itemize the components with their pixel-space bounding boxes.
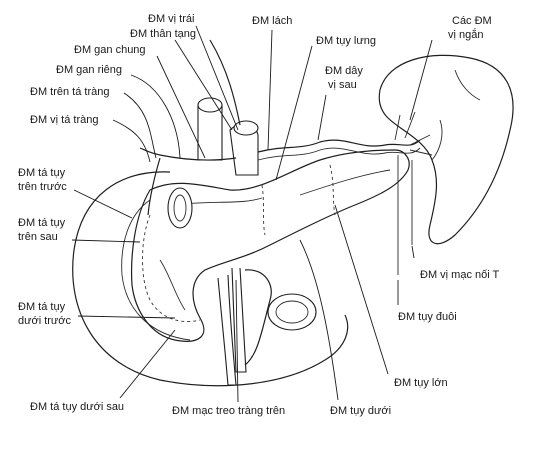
label-ta-tuy-duoi-truoc-1: ĐM tá tụy xyxy=(18,301,66,313)
label-lach: ĐM lách xyxy=(252,15,292,27)
leader-ta-tuy-duoi-sau xyxy=(119,329,176,399)
aorta-lumen xyxy=(197,97,223,113)
leader-tuy-duoi-bottom xyxy=(299,239,339,401)
label-than-tang: ĐM thân tạng xyxy=(130,28,196,40)
label-tuy-duoi-right: ĐM tụy đuôi xyxy=(398,311,457,323)
label-ta-tuy-duoi-sau: ĐM tá tụy dưới sau xyxy=(30,401,124,413)
left-gastric xyxy=(209,39,241,126)
label-cac-dm-2: vị ngắn xyxy=(448,28,483,41)
hepatic-artery xyxy=(139,147,237,161)
duodenum-inner-wall xyxy=(121,199,191,341)
renal-vessel-circle xyxy=(267,293,317,331)
short-gastric-branches xyxy=(394,111,433,156)
spleen-outline xyxy=(378,54,514,245)
spleen-hilum xyxy=(431,119,443,161)
label-tuy-lon: ĐM tụy lớn xyxy=(394,377,448,389)
leader-lines xyxy=(71,25,433,403)
leader-vi-ta-trang xyxy=(112,119,151,163)
leader-vi-mac-noi xyxy=(411,245,415,259)
duodenal-stump-inner xyxy=(173,194,187,222)
pancreaticoduodenal-arcade xyxy=(142,214,201,322)
leader-lach xyxy=(267,29,273,151)
label-ta-tuy-duoi-truoc-2: dưới trước xyxy=(18,315,71,327)
label-tuy-duoi-bottom: ĐM tụy dưới xyxy=(330,405,391,417)
label-tren-ta-trang: ĐM trên tá tràng xyxy=(30,86,109,98)
leader-day-vi-sau xyxy=(317,94,327,141)
label-cac-dm-1: Các ĐM xyxy=(452,15,492,27)
labels: ĐM vị trái ĐM thân tạng ĐM gan chung ĐM … xyxy=(18,13,500,417)
pancreas-dotted-body xyxy=(261,184,266,236)
label-mac-treo: ĐM mạc treo tràng trên xyxy=(172,405,285,417)
label-ta-tuy-tren-sau-2: trên sau xyxy=(18,231,58,243)
label-vi-mac-noi: ĐM vị mạc nối T xyxy=(420,269,500,281)
splenic-artery xyxy=(257,139,421,153)
leader-tuy-lon xyxy=(334,204,389,375)
label-vi-trai: ĐM vị trái xyxy=(148,13,194,25)
leader-ta-tuy-duoi-truoc xyxy=(77,315,176,319)
anatomy-drawing xyxy=(72,39,514,387)
superior-mesenteric-artery xyxy=(231,267,247,373)
pancreas-outline xyxy=(131,149,410,342)
leader-tren-ta-trang xyxy=(123,92,157,159)
label-ta-tuy-tren-truoc-1: ĐM tá tụy xyxy=(18,167,66,179)
leader-mac-treo xyxy=(235,279,239,403)
leader-than-tang xyxy=(174,39,233,131)
label-gan-rieng: ĐM gan riêng xyxy=(56,64,122,76)
leader-cac-dm xyxy=(409,39,433,121)
leader-ta-tuy-tren-truoc xyxy=(73,189,133,219)
splenic-artery-2 xyxy=(257,147,421,161)
label-ta-tuy-tren-truoc-2: trên trước xyxy=(18,181,67,193)
renal-vessel-inner xyxy=(275,300,309,324)
jejunal-loop xyxy=(244,269,272,366)
pancreas-dotted-body-2 xyxy=(329,164,336,216)
leader-tuy-lung xyxy=(275,45,313,181)
pancreas-texture-2 xyxy=(299,169,391,196)
label-ta-tuy-tren-sau-1: ĐM tá tụy xyxy=(18,217,66,229)
gastroduodenal xyxy=(147,157,161,216)
duodenum-outline xyxy=(72,171,349,387)
spleen-notch xyxy=(454,69,481,101)
leader-ta-tuy-tren-sau xyxy=(71,239,141,243)
leader-gan-chung xyxy=(156,55,206,159)
label-day-vi-sau-1: ĐM dây xyxy=(325,65,363,77)
pancreas-texture-3 xyxy=(159,259,186,311)
label-gan-chung: ĐM gan chung xyxy=(74,44,146,56)
duodenal-stump xyxy=(167,187,193,229)
leader-vi-trai xyxy=(195,25,239,131)
label-vi-ta-trang: ĐM vị tá tràng xyxy=(30,114,98,126)
label-day-vi-sau-2: vị sau xyxy=(328,79,357,91)
leader-gan-rieng xyxy=(130,74,181,159)
label-tuy-lung: ĐM tụy lưng xyxy=(316,35,376,47)
superior-mesenteric-vein xyxy=(217,274,237,386)
